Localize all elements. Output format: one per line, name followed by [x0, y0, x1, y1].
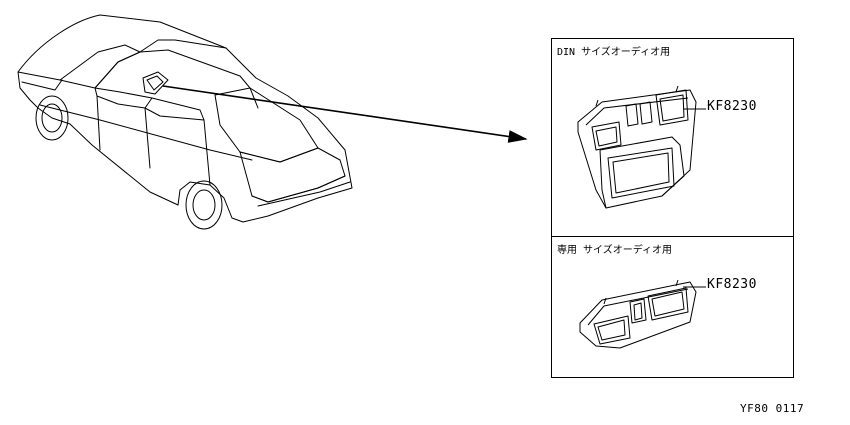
din-size-title: DIN サイズオーディオ用	[557, 47, 671, 58]
din-part-number: KF8230	[707, 99, 757, 114]
dedicated-size-title: 専用 サイズオーディオ用	[557, 245, 673, 256]
panel-divider	[551, 236, 794, 237]
din-bracket-illustration	[577, 85, 697, 209]
bracket-panel	[551, 38, 794, 378]
pointer-arrow	[162, 85, 528, 143]
car-illustration	[17, 14, 353, 230]
figure-code: YF80 0117	[740, 402, 805, 415]
dedicated-part-number: KF8230	[707, 277, 757, 292]
dedicated-bracket-illustration	[579, 279, 697, 349]
